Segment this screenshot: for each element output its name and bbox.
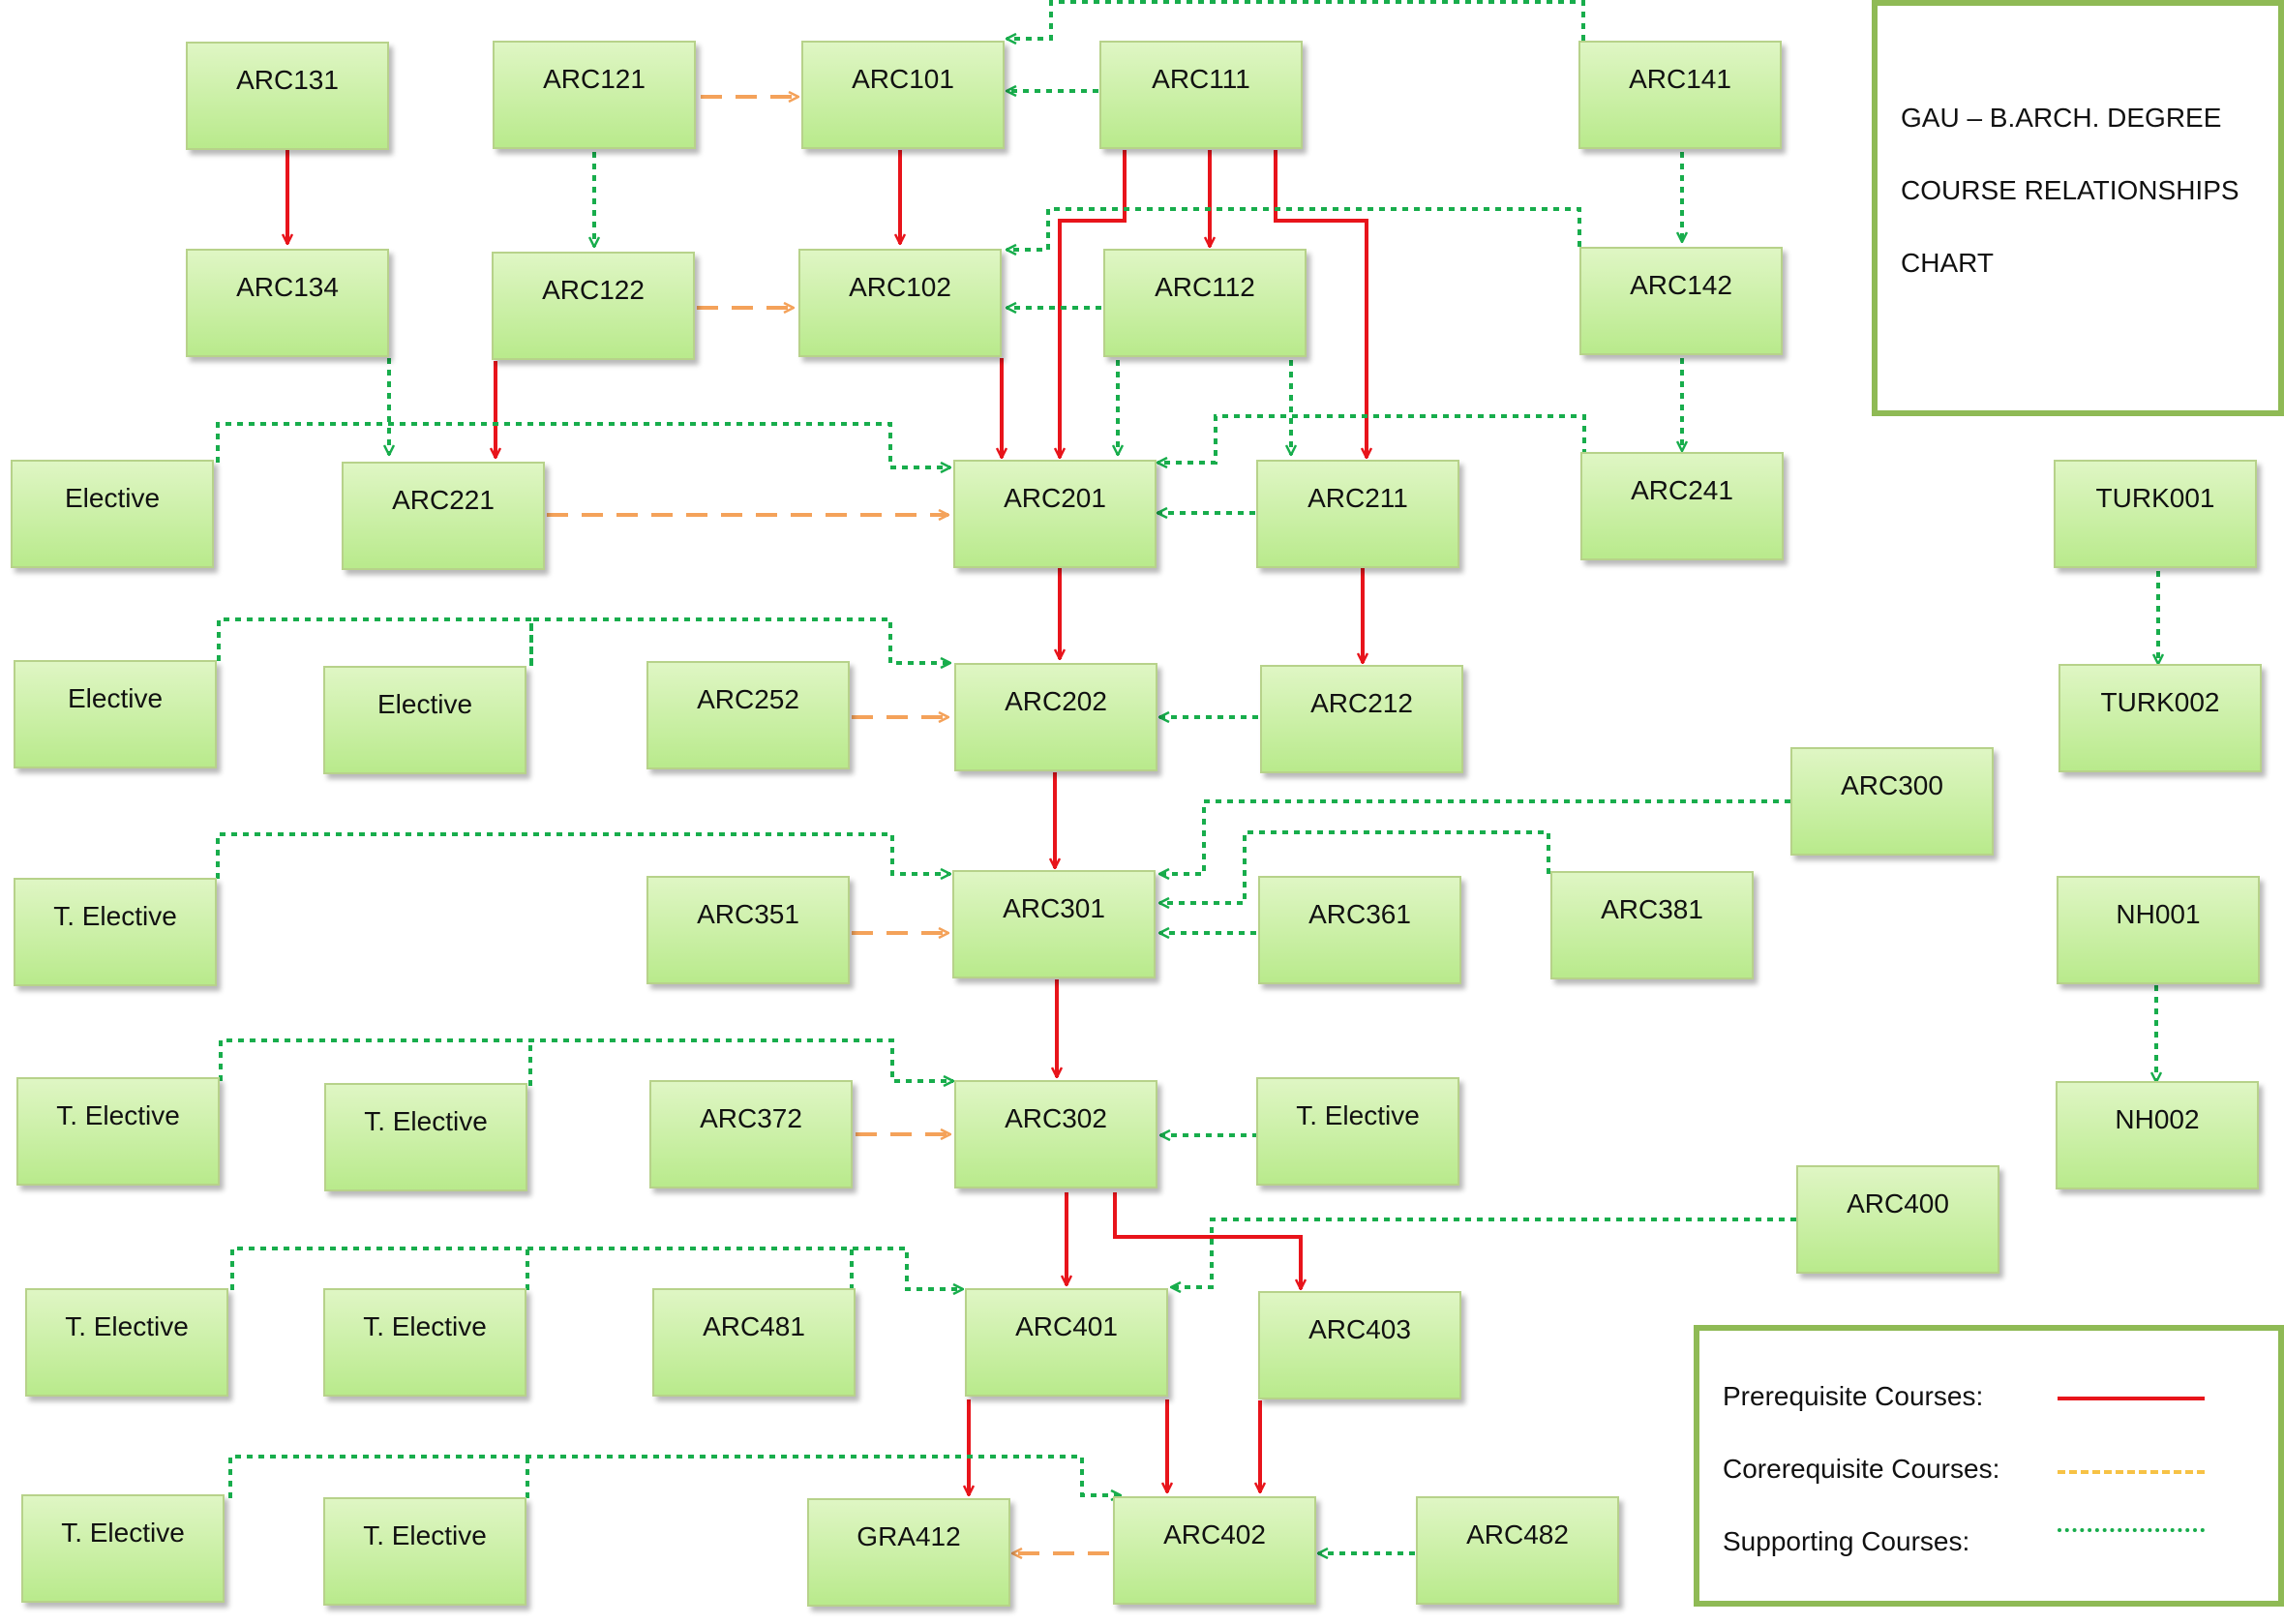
node-arc112: ARC112 (1103, 249, 1307, 357)
link-elective-arc202 (217, 617, 950, 668)
node-nh001: NH001 (2057, 876, 2260, 984)
link-elective-arc201 (216, 422, 950, 467)
legend-box: Prerequisite Courses: Corerequisite Cour… (1694, 1325, 2284, 1607)
node-arc102: ARC102 (798, 249, 1002, 357)
node-arc361: ARC361 (1258, 876, 1461, 984)
title-line-3: CHART (1901, 248, 1994, 278)
link-arc400-arc401 (1171, 1218, 1796, 1287)
node-arc302: ARC302 (954, 1080, 1157, 1188)
node-t-elective-6: T. Elective (323, 1288, 526, 1397)
node-arc221: ARC221 (342, 462, 545, 570)
node-arc121: ARC121 (493, 41, 696, 149)
node-gra412: GRA412 (807, 1498, 1010, 1607)
node-elective-3: Elective (323, 666, 526, 774)
node-arc252: ARC252 (646, 661, 850, 769)
link-telective-arc301 (216, 832, 950, 879)
node-arc141: ARC141 (1578, 41, 1782, 149)
node-elective-1: Elective (11, 460, 214, 568)
node-arc131: ARC131 (186, 42, 389, 150)
node-t-elective-7: T. Elective (21, 1494, 225, 1603)
node-t-elective-1: T. Elective (14, 878, 217, 986)
node-arc142: ARC142 (1579, 247, 1783, 355)
node-t-elective-3: T. Elective (324, 1083, 527, 1191)
node-arc301: ARC301 (952, 870, 1156, 978)
node-t-elective-8: T. Elective (323, 1497, 526, 1606)
title-box: GAU – B.ARCH. DEGREE COURSE RELATIONSHIP… (1872, 0, 2284, 416)
prerequisite-links (287, 150, 1367, 1495)
node-arc111: ARC111 (1099, 41, 1303, 149)
node-t-elective-5: T. Elective (25, 1288, 228, 1397)
link-telective-arc302 (219, 1038, 953, 1081)
link-arc142-arc102 (1007, 207, 1581, 250)
node-arc211: ARC211 (1256, 460, 1459, 568)
corequisite-links (547, 97, 1109, 1553)
link-arc111-arc201 (1060, 150, 1127, 458)
title-line-2: COURSE RELATIONSHIPS (1901, 175, 2239, 205)
node-t-elective-4: T. Elective (1256, 1077, 1459, 1186)
link-telective-arc401 (230, 1247, 963, 1290)
node-arc401: ARC401 (965, 1288, 1168, 1397)
link-arc241-arc201 (1157, 414, 1586, 463)
node-arc201: ARC201 (953, 460, 1157, 568)
legend-supporting-label: Supporting Courses: (1723, 1526, 1970, 1556)
node-arc482: ARC482 (1416, 1496, 1619, 1605)
node-arc134: ARC134 (186, 249, 389, 357)
node-t-elective-2: T. Elective (16, 1077, 220, 1186)
node-arc300: ARC300 (1790, 747, 1994, 856)
link-arc302-arc403 (1113, 1192, 1301, 1289)
legend-prerequisite-line (2058, 1397, 2205, 1400)
node-arc202: ARC202 (954, 663, 1157, 771)
node-arc481: ARC481 (652, 1288, 856, 1397)
link-arc141-arc101 (1007, 0, 1585, 41)
node-elective-2: Elective (14, 660, 217, 768)
node-arc101: ARC101 (801, 41, 1005, 149)
node-arc351: ARC351 (646, 876, 850, 984)
supporting-links (216, 0, 2158, 1553)
link-arc111-arc211 (1274, 150, 1367, 458)
legend-prerequisite-label: Prerequisite Courses: (1723, 1381, 1984, 1411)
link-arc300-arc301 (1159, 799, 1790, 874)
node-nh002: NH002 (2056, 1081, 2259, 1189)
node-arc403: ARC403 (1258, 1291, 1461, 1399)
node-arc400: ARC400 (1796, 1165, 1999, 1274)
legend-supporting-line (2058, 1528, 2205, 1532)
node-turk001: TURK001 (2054, 460, 2257, 568)
node-arc381: ARC381 (1550, 871, 1754, 979)
node-arc372: ARC372 (649, 1080, 853, 1188)
legend-corequisite-label: Corerequisite Courses: (1723, 1454, 2000, 1484)
node-arc212: ARC212 (1260, 665, 1463, 773)
legend-corequisite-line (2058, 1470, 2205, 1474)
node-arc402: ARC402 (1113, 1496, 1316, 1605)
node-arc241: ARC241 (1580, 452, 1784, 560)
title-line-1: GAU – B.ARCH. DEGREE (1901, 103, 2222, 133)
node-arc122: ARC122 (492, 252, 695, 360)
link-arc381-arc301 (1159, 830, 1550, 903)
node-turk002: TURK002 (2059, 664, 2262, 772)
link-telective-arc402 (228, 1455, 1121, 1498)
